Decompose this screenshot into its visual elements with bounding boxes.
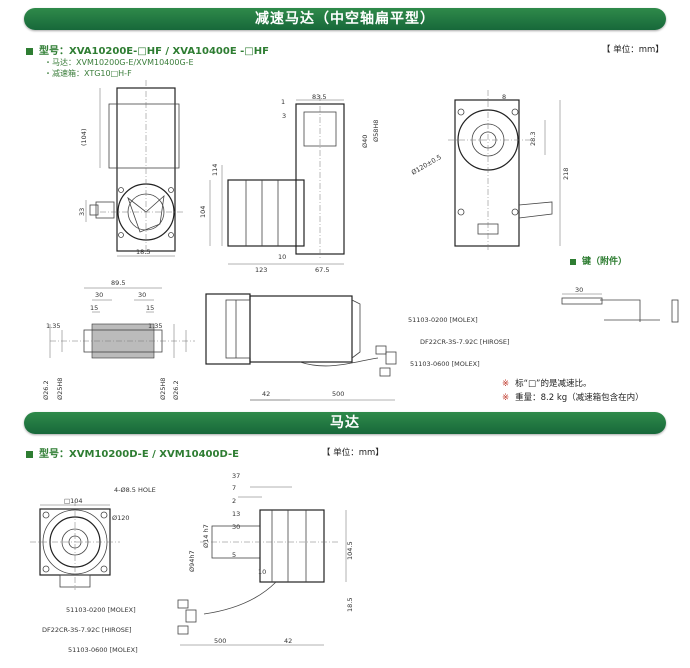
dimension-labels-1: (104) 33 18.5 83.5 1 3 Ø58H8 Ø40 114 104… [42,93,583,400]
dimension-labels-2: □104 4-Ø8.5 HOLE Ø120 37 7 2 13 30 Ø94h7… [42,472,354,654]
model-text: 型号：XVM10200D-E / XVM10400D-E [39,449,239,460]
dim-83-5: 83.5 [312,93,326,101]
dim-25a: Ø25H8 [56,378,64,400]
dim-94: Ø94h7 [188,550,196,572]
dim-26-2b: Ø26.2 [172,380,180,400]
dim-1-35a: 1.35 [46,322,60,330]
dim-104b: 104 [199,206,207,218]
section1-model: 型号：XVA10200E-□HF / XVA10400E -□HF [26,42,269,57]
dim-37: 37 [232,472,240,480]
section2-model: 型号：XVM10200D-E / XVM10400D-E [26,445,239,460]
dim-104: (104) [80,129,88,146]
connector-molex-0600: 51103-0600 [MOLEX] [410,360,480,368]
dim-25b: Ø25H8 [159,378,167,400]
dim-7: 7 [232,484,236,492]
dim-10-2: 10 [258,568,266,576]
connector-molex-0200: 51103-0200 [MOLEX] [408,316,478,324]
note-weight: ※ 重量：8.2 kg（减速箱包含在内） [502,391,644,403]
section1-banner: 减速马达（中空轴扁平型） [24,8,666,30]
motor-subline: ・马达：XVM10200G-E/XVM10400G-E [44,58,194,67]
dim-42-2: 42 [284,637,292,645]
dim-18-5: 18.5 [136,248,150,256]
dim-sq-104: □104 [64,497,83,505]
dim-500: 500 [332,390,344,398]
square-bullet-icon [570,258,576,265]
dim-58: Ø58H8 [372,120,380,142]
dim-13: 13 [232,510,240,518]
key-dim-30: 30 [575,286,583,294]
square-bullet-icon [26,47,33,55]
dim-2: 2 [232,497,236,505]
dim-218: 218 [562,168,570,180]
gearmotor-rear-view [448,90,561,250]
dim-28-3: 28.3 [529,132,537,146]
section1-unit: 【 单位：mm】 [602,45,664,55]
dim-5: 5 [232,551,236,559]
key-accessory-label: 键（附件） [570,254,627,267]
gearmotor-side-view [209,95,345,265]
gearmotor-front-view [85,80,185,257]
dim-1: 1 [281,98,285,106]
gearmotor-bottom-view [205,293,397,401]
dim-30b: 30 [138,291,146,299]
dim-18-5-2: 18.5 [346,598,354,612]
note-ratio: ※ 标“□”的是减速比。 [502,377,591,389]
dim-26-2a: Ø26.2 [42,380,50,400]
note-mark: ※ [502,393,510,403]
gearbox-subline: ・减速箱：XTG10□H-F [44,69,132,78]
connector-hirose: DF22CR-3S-7.92C [HIROSE] [420,338,510,346]
connector2-molex-0600: 51103-0600 [MOLEX] [68,646,138,654]
connector2-hirose: DF22CR-3S-7.92C [HIROSE] [42,626,132,634]
motor-side-view [177,486,347,646]
dim-42: 42 [262,390,270,398]
dim-89-5: 89.5 [111,279,125,287]
dim-1-35b: 1.35 [148,322,162,330]
dim-10: 10 [278,253,286,261]
dim-30-2: 30 [232,523,240,531]
dim-123: 123 [255,266,267,274]
dim-3: 3 [282,112,286,120]
dim-500-2: 500 [214,637,226,645]
dim-40: Ø40 [361,135,369,148]
key-accessory-text: 键（附件） [582,257,628,267]
dim-8: 8 [502,93,506,101]
dim-15a: 15 [90,304,98,312]
dim-hole: 4-Ø8.5 HOLE [114,486,156,494]
section2-unit: 【 单位：mm】 [322,448,384,458]
section2-banner: 马达 [24,412,666,434]
motor-front-view [30,500,120,590]
hollow-shaft-section [49,287,195,359]
dim-120-2: Ø120 [112,514,130,522]
note-ratio-text: 标“□”的是减速比。 [515,379,592,389]
dim-33: 33 [78,208,86,216]
connector2-molex-0200: 51103-0200 [MOLEX] [66,606,136,614]
note-weight-text: 重量：8.2 kg（减速箱包含在内） [515,393,644,403]
key-accessory-drawing [561,293,679,323]
dim-120: Ø120±0.5 [410,153,443,177]
dim-67-5: 67.5 [315,266,329,274]
dim-14: Ø14 h7 [202,524,210,548]
dim-15b: 15 [146,304,154,312]
square-bullet-icon [26,450,33,458]
model-text: 型号：XVA10200E-□HF / XVA10400E -□HF [39,46,269,57]
note-mark: ※ [502,379,510,389]
dim-114: 114 [211,164,219,176]
dim-30a: 30 [95,291,103,299]
dim-104-5: 104.5 [346,541,354,560]
